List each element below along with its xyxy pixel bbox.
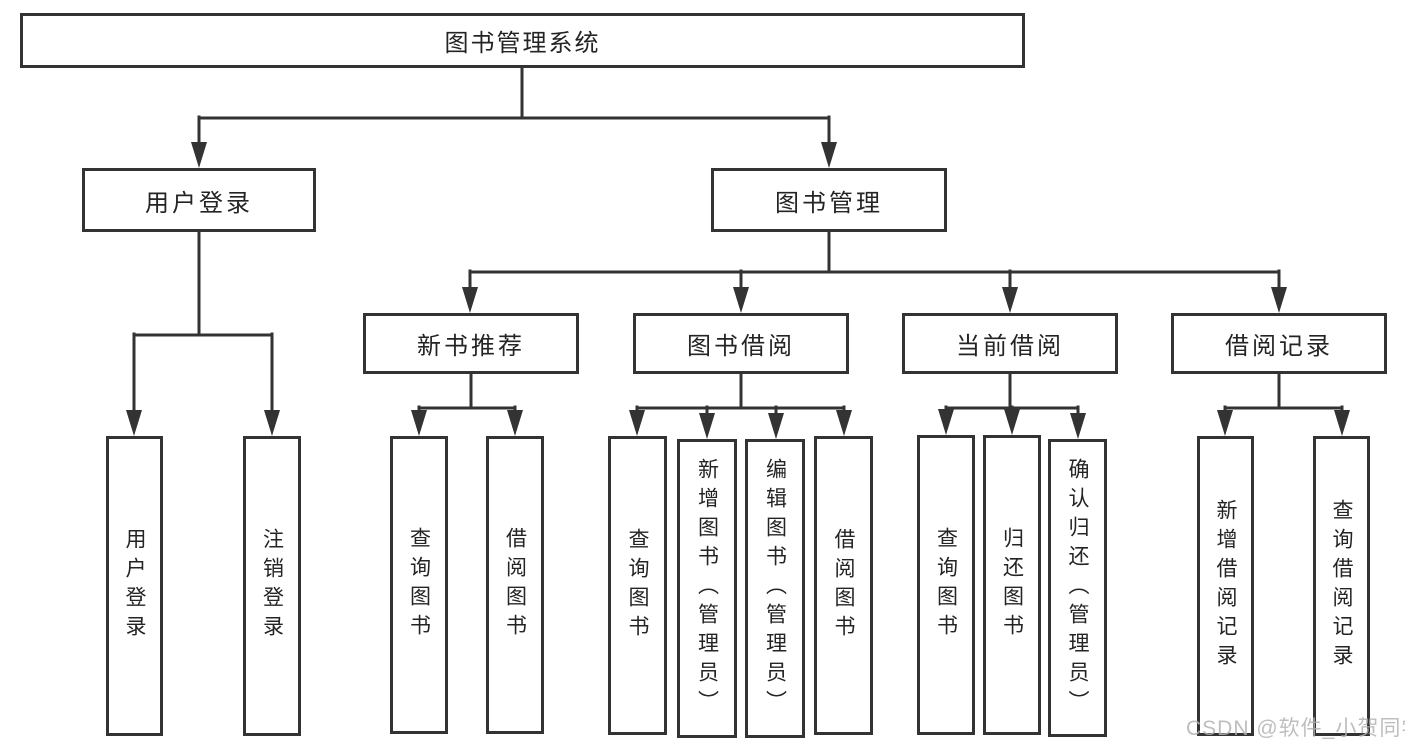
node-borrow-records: 借阅记录 <box>1171 313 1387 374</box>
node-user-login: 用户登录 <box>82 168 316 232</box>
node-current-borrow: 当前借阅 <box>902 313 1118 374</box>
leaf-add-borrow-record: 新增借阅记录 <box>1197 436 1254 736</box>
node-library-system: 图书管理系统 <box>20 13 1025 68</box>
leaf-logout: 注销登录 <box>243 436 301 736</box>
leaf-query-book-recommend: 查询图书 <box>390 436 448 734</box>
arrowhead-icons <box>126 142 1350 439</box>
leaf-query-book-current: 查询图书 <box>917 435 975 735</box>
leaf-query-book-borrow: 查询图书 <box>608 436 667 735</box>
node-book-management: 图书管理 <box>711 168 947 232</box>
leaf-add-book-admin: 新增图书（管理员） <box>677 439 737 738</box>
node-book-borrow: 图书借阅 <box>633 313 849 374</box>
leaf-user-login: 用户登录 <box>106 436 163 736</box>
leaf-borrow-book: 借阅图书 <box>814 436 873 735</box>
leaf-return-book: 归还图书 <box>983 435 1041 735</box>
node-new-book-recommend: 新书推荐 <box>363 313 579 374</box>
leaf-confirm-return-admin: 确认归还（管理员） <box>1048 439 1107 737</box>
leaf-edit-book-admin: 编辑图书（管理员） <box>745 439 805 738</box>
csdn-watermark: CSDN @软件_小贺同学 <box>1186 717 1405 740</box>
leaf-query-borrow-record: 查询借阅记录 <box>1313 436 1370 736</box>
leaf-borrow-book-recommend: 借阅图书 <box>486 436 544 734</box>
